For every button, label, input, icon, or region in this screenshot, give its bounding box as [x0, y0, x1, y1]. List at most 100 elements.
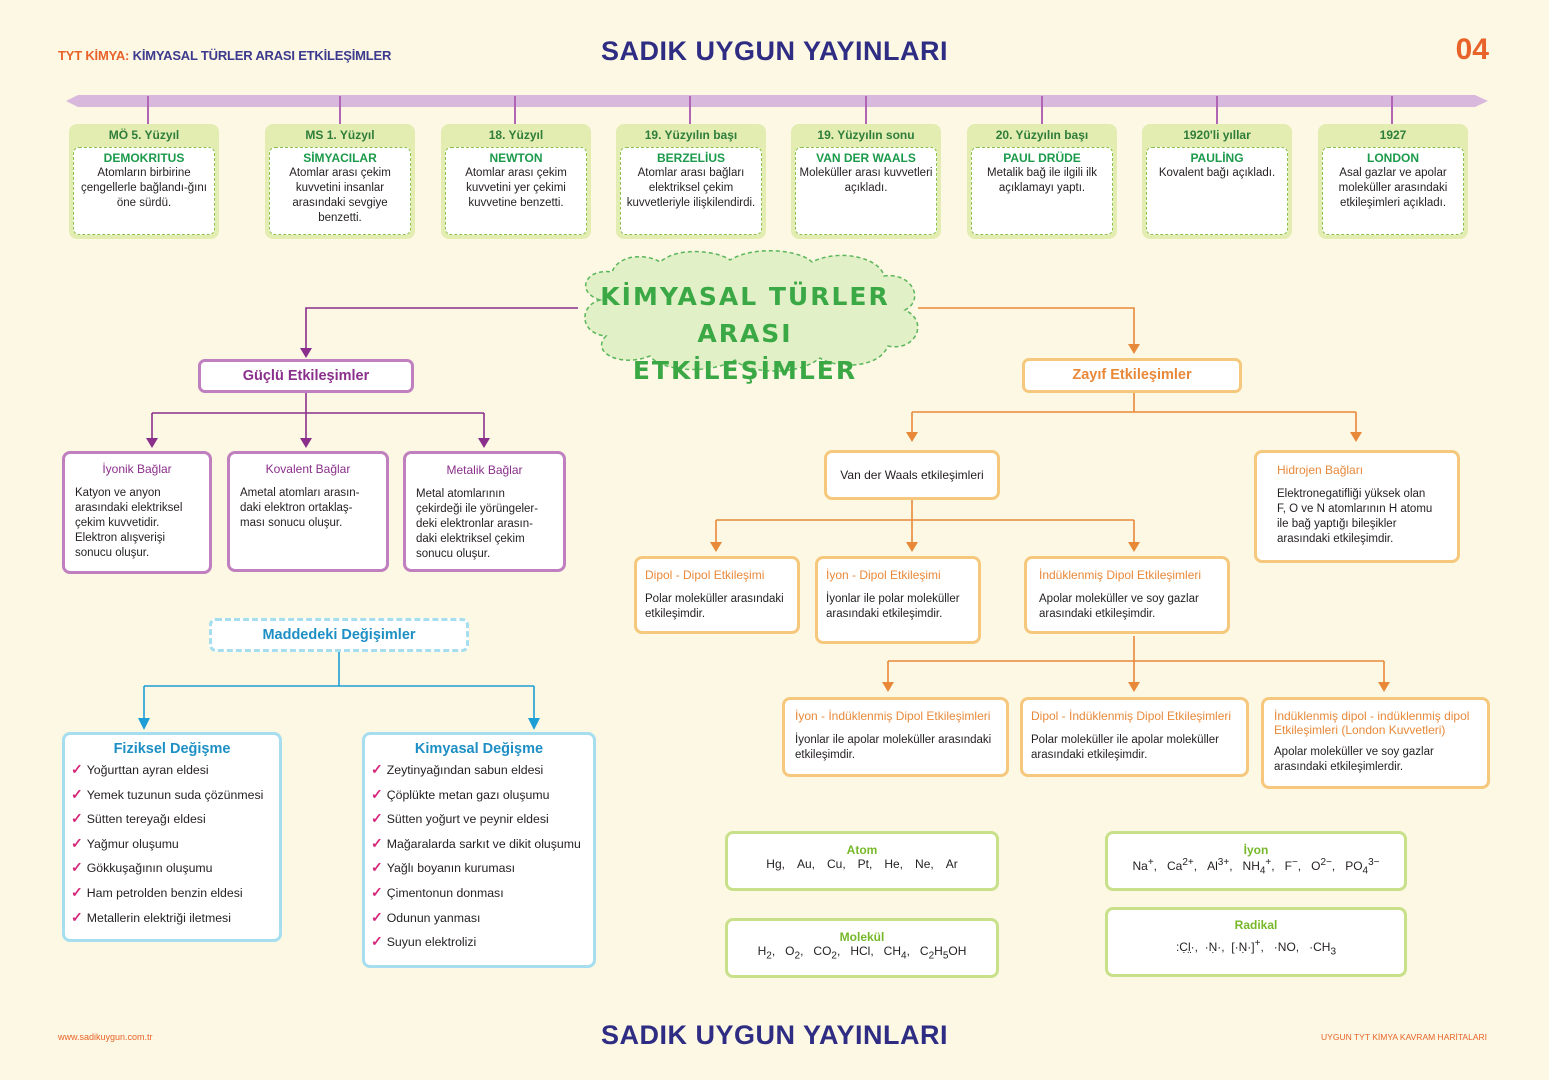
- check-icon: ✓: [71, 761, 83, 777]
- list-item-text: Zeytinyağından sabun eldesi: [386, 763, 544, 777]
- london-forces-box: İndüklenmiş dipol - indüklenmiş dipol Et…: [1261, 697, 1490, 789]
- timeline-text: Atomlar arası çekim kuvvetini yer çekimi…: [465, 167, 567, 209]
- list-item-text: Sütten tereyağı eldesi: [86, 812, 206, 827]
- list-item-text: Mağaralarda sarkıt ve dikit oluşumu: [386, 836, 581, 851]
- timeline-name: VAN DER WAALS: [816, 151, 916, 165]
- changes-arrowheads: [138, 718, 540, 730]
- changes-title: Maddedeki Değişimler: [209, 618, 469, 652]
- changes-connectors: [143, 652, 535, 724]
- radical-examples-box: Radikal :C̣l̤·, ·Ṇ·, [·Ṇ·]+, ·NO, ·CH3: [1105, 907, 1407, 977]
- subject-title: KİMYASAL TÜRLER ARASI ETKİLEŞİMLER: [132, 48, 392, 63]
- list-item: ✓Suyun elektrolizi: [371, 929, 587, 954]
- molecule-examples-title: Molekül: [839, 930, 885, 944]
- molecule-formulas: H2, O2, CO2, HCl, CH4, C2H5OH: [757, 944, 967, 962]
- ion-dipole-box: İyon - Dipol Etkileşimi İyonlar ile pola…: [815, 556, 981, 644]
- london-forces-text: Apolar moleküller ve soy gazlar arasında…: [1274, 746, 1434, 773]
- timeline-card-body: VAN DER WAALS Moleküller arası kuvvetleri…: [795, 147, 937, 235]
- physical-change-list: ✓Yoğurttan ayran eldesi✓Yemek tuzunun su…: [71, 757, 273, 929]
- hydrogen-bond-text: Elektronegatifliği yüksek olan F, O ve N…: [1277, 488, 1433, 545]
- timeline-era: 1927: [1379, 128, 1407, 142]
- timeline-bar: [66, 95, 1488, 107]
- atom-symbol: Ar: [945, 857, 958, 871]
- atom-examples-box: Atom Hg,Au,Cu,Pt,He,Ne,Ar: [725, 831, 999, 891]
- timeline-card-body: BERZELİUS Atomlar arası bağları elektriks…: [620, 147, 762, 235]
- brand-title-top: SADIK UYGUN YAYINLARI: [600, 36, 949, 66]
- list-item-text: Odunun yanması: [386, 910, 481, 925]
- dipole-dipole-text: Polar moleküller arasındaki etkileşimdir…: [645, 593, 784, 620]
- atom-symbol: Pt,: [857, 857, 873, 871]
- atom-examples-row: Hg,Au,Cu,Pt,He,Ne,Ar: [736, 857, 988, 871]
- london-forces-title: İndüklenmiş dipol - indüklenmiş dipol Et…: [1274, 709, 1470, 737]
- chemical-change-list: ✓Zeytinyağından sabun eldesi✓Çöplükte me…: [371, 757, 587, 954]
- check-icon: ✓: [371, 859, 383, 876]
- covalent-bond-title: Kovalent Bağlar: [265, 462, 351, 476]
- timeline-text: Atomlar arası bağları elektriksel çekim …: [626, 167, 756, 209]
- dipole-induced-dipole-title: Dipol - İndüklenmiş Dipol Etkileşimleri: [1031, 709, 1232, 723]
- timeline-era: 20. Yüzyılın başı: [995, 128, 1089, 142]
- ionic-bond-text: Katyon ve anyon arasındaki elektriksel ç…: [75, 487, 183, 559]
- weak-interactions-title: Zayıf Etkileşimler: [1022, 358, 1242, 393]
- center-title-line1: KİMYASAL TÜRLER: [600, 282, 890, 311]
- atom-examples-title: Atom: [846, 843, 878, 857]
- timeline-name: DEMOKRITUS: [103, 151, 185, 165]
- list-item: ✓Ham petrolden benzin eldesi: [71, 880, 273, 905]
- ion-dipole-text: İyonlar ile polar moleküller arasındaki …: [826, 593, 960, 620]
- timeline-card-body: LONDON Asal gazlar ve apolar moleküller a…: [1322, 147, 1464, 235]
- atom-symbol: He,: [884, 857, 904, 871]
- list-item-text: Yoğurttan ayran eldesi: [86, 763, 209, 777]
- check-icon: ✓: [371, 933, 383, 950]
- list-item-text: Ham petrolden benzin eldesi: [86, 885, 243, 900]
- timeline-era: MS 1. Yüzyıl: [305, 128, 375, 142]
- ion-examples-title: İyon: [1243, 843, 1269, 857]
- footer-website[interactable]: www.sadikuygun.com.tr: [58, 1032, 153, 1042]
- list-item: ✓Metallerin elektriği iletmesi: [71, 905, 273, 930]
- ion-induced-dipole-title: İyon - İndüklenmiş Dipol Etkileşimleri: [795, 709, 991, 723]
- footer-series: UYGUN TYT KİMYA KAVRAM HARİTALARI: [1321, 1032, 1487, 1042]
- hydrogen-bond-title: Hidrojen Bağları: [1277, 463, 1364, 477]
- molecule-examples-box: Molekül H2, O2, CO2, HCl, CH4, C2H5OH: [725, 918, 999, 978]
- list-item: ✓Yağlı boyanın kuruması: [371, 855, 587, 880]
- list-item-text: Suyun elektrolizi: [386, 935, 477, 950]
- list-item: ✓Yağmur oluşumu: [71, 831, 273, 856]
- timeline-era: 18. Yüzyıl: [488, 128, 544, 142]
- check-icon: ✓: [71, 834, 83, 851]
- list-item-text: Yağlı boyanın kuruması: [386, 861, 516, 876]
- timeline-text: Moleküller arası kuvvetleri açıkladı.: [799, 167, 933, 194]
- induced-dipole-box: İndüklenmiş Dipol Etkileşimleri Apolar m…: [1024, 556, 1230, 634]
- check-icon: ✓: [71, 785, 83, 802]
- list-item: ✓Sütten tereyağı eldesi: [71, 806, 273, 831]
- timeline-era: 19. Yüzyılın sonu: [817, 128, 915, 142]
- timeline-card-body: PAUL DRÜDE Metalik bağ ile ilgili ilk açı…: [971, 147, 1113, 235]
- page-number: 04: [1455, 33, 1489, 66]
- covalent-bond-text: Ametal atomları arasın-daki elektron ort…: [240, 487, 360, 529]
- list-item-text: Çimentonun donması: [386, 885, 504, 900]
- subject-header: TYT KİMYA: KİMYASAL TÜRLER ARASI ETKİLEŞ…: [58, 48, 391, 63]
- radical-examples-title: Radikal: [1234, 918, 1278, 932]
- list-item-text: Yemek tuzunun suda çözünmesi: [86, 787, 264, 802]
- atom-symbol: Hg,: [766, 857, 785, 871]
- timeline-name: BERZELİUS: [656, 151, 725, 165]
- ion-formulas: Na+, Ca2+, Al3+, NH4+, F−, O2−, PO43−: [1132, 857, 1380, 877]
- check-icon: ✓: [371, 810, 383, 827]
- check-icon: ✓: [71, 859, 83, 876]
- timeline-name: PAULİNG: [1190, 151, 1244, 165]
- timeline-text: Metalik bağ ile ilgili ilk açıklamayı ya…: [987, 167, 1097, 194]
- timeline-era: 1920'li yıllar: [1183, 128, 1251, 142]
- dipole-induced-dipole-text: Polar moleküller ile apolar moleküller a…: [1031, 734, 1219, 761]
- list-item: ✓Mağaralarda sarkıt ve dikit oluşumu: [371, 831, 587, 856]
- timeline-text: Asal gazlar ve apolar moleküller arasınd…: [1338, 167, 1448, 209]
- list-item: ✓Sütten yoğurt ve peynir eldesi: [371, 806, 587, 831]
- atom-symbol: Au,: [796, 857, 815, 871]
- timeline-name: PAUL DRÜDE: [1003, 151, 1081, 165]
- ion-induced-dipole-box: İyon - İndüklenmiş Dipol Etkileşimleri İ…: [782, 697, 1009, 777]
- timeline-name: LONDON: [1367, 151, 1419, 165]
- check-icon: ✓: [71, 908, 83, 925]
- metallic-bond-title: Metalik Bağlar: [446, 463, 523, 477]
- chemical-change-box: Kimyasal Değişme ✓Zeytinyağından sabun e…: [362, 732, 596, 968]
- list-item: ✓Yemek tuzunun suda çözünmesi: [71, 782, 273, 807]
